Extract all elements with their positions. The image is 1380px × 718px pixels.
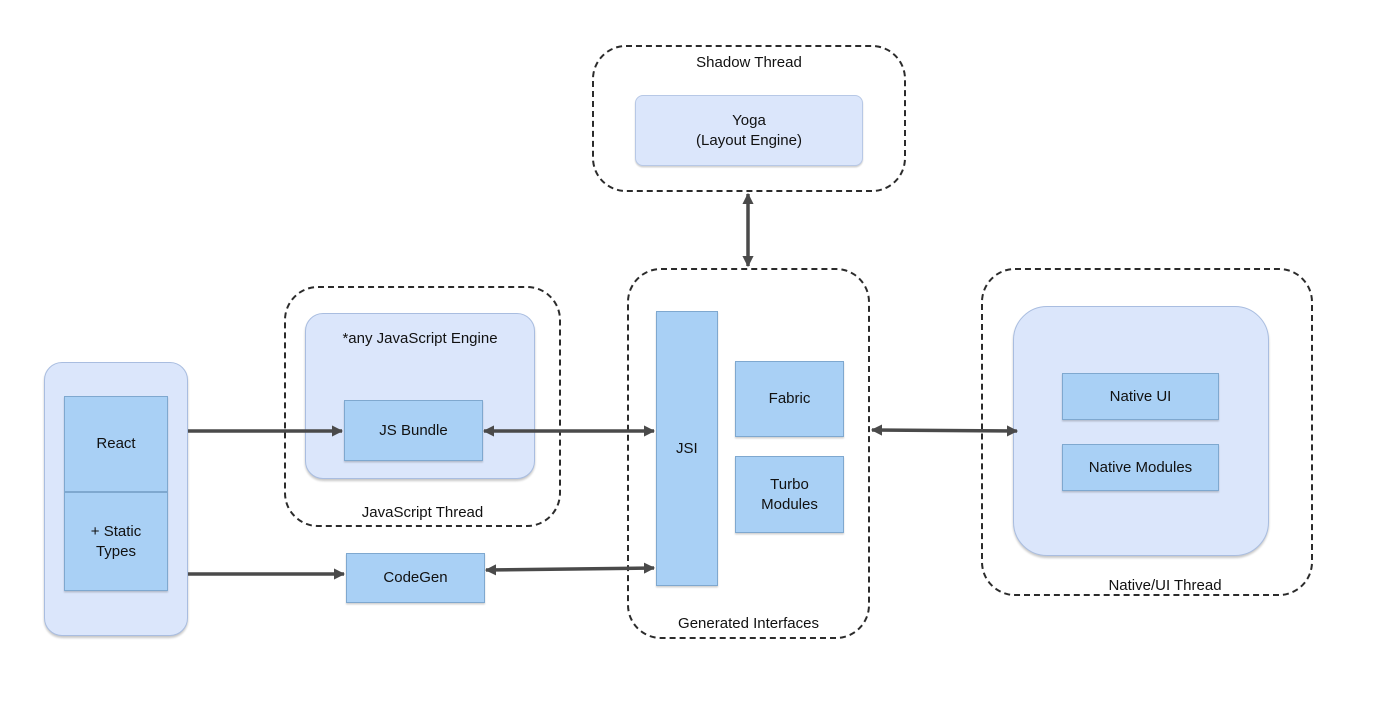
arrow-codegen-jsi	[484, 562, 656, 576]
javascript-engine-label: *any JavaScript Engine	[342, 330, 498, 347]
js-bundle-box: JS Bundle	[344, 400, 483, 461]
shadow-thread-container	[592, 45, 906, 192]
turbo-modules-box: Turbo Modules	[735, 456, 844, 533]
javascript-thread-container	[284, 286, 561, 527]
jsi-box: JSI	[656, 311, 718, 586]
static-types-box: + Static Types	[64, 492, 168, 591]
generated-interfaces-container	[627, 268, 870, 639]
yoga-layout-engine-box: Yoga (Layout Engine)	[635, 95, 863, 166]
react-box: React	[64, 396, 168, 492]
native-ui-box: Native UI	[1062, 373, 1219, 420]
codegen-box: CodeGen	[346, 553, 485, 603]
native-ui-thread-label: Native/UI Thread	[1108, 577, 1222, 594]
javascript-thread-label: JavaScript Thread	[361, 504, 484, 521]
fabric-box: Fabric	[735, 361, 844, 437]
native-panel	[1013, 306, 1269, 556]
shadow-thread-label: Shadow Thread	[696, 54, 802, 71]
generated-interfaces-label: Generated Interfaces	[678, 615, 819, 632]
arrow-generated-interfaces-native-thread	[870, 424, 1019, 437]
native-modules-box: Native Modules	[1062, 444, 1219, 491]
